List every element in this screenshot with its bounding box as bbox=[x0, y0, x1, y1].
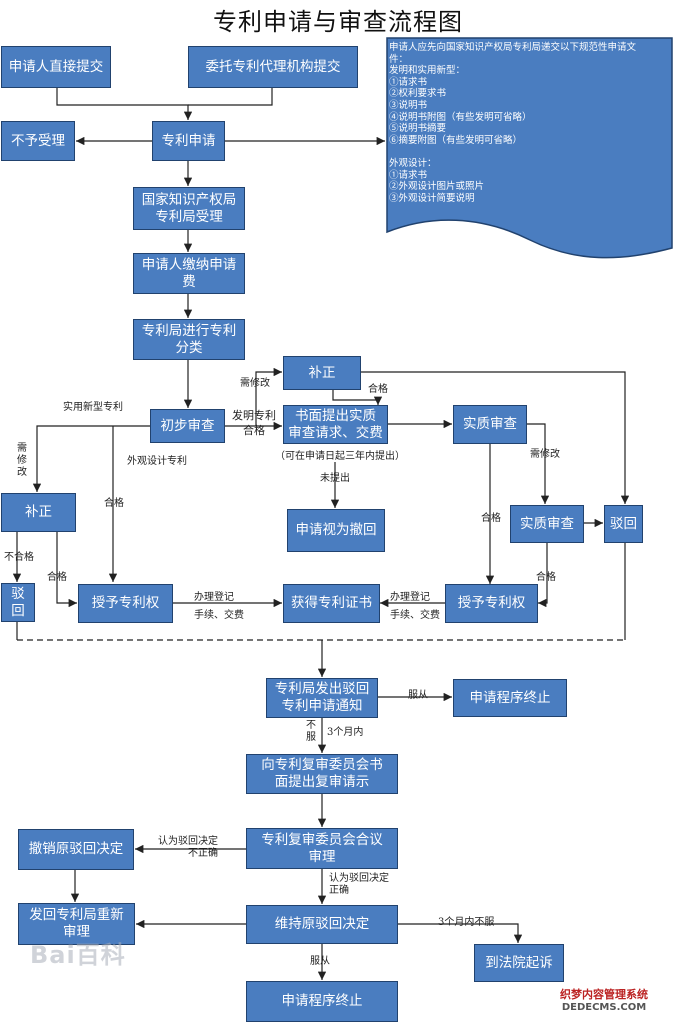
label-needs-revision-right: 需修改 bbox=[530, 449, 560, 460]
terminate-1-box: 申请程序终止 bbox=[453, 679, 567, 717]
label-qualified-bottom-right: 合格 bbox=[536, 572, 556, 583]
baidu-watermark: Bai百科 bbox=[30, 941, 126, 969]
grant-left-box: 授予专利权 bbox=[78, 584, 173, 623]
deemed-withdrawn-box: 申请视为撤回 bbox=[287, 509, 385, 552]
label-needs-revision-left: 需 修 改 bbox=[17, 443, 27, 478]
substantive-exam-1-box: 实质审查 bbox=[453, 405, 527, 444]
revoke-rejection-box: 撤销原驳回决定 bbox=[18, 829, 134, 870]
documents-note-line: 申请人应先向国家知识产权局专利局递交以下规范性申请文 bbox=[389, 42, 637, 53]
documents-note-line: 外观设计： bbox=[389, 157, 437, 169]
label-registration-left: 办理登记 手续、交费 bbox=[194, 592, 244, 621]
patent-application-box: 专利申请 bbox=[152, 121, 225, 161]
court-box: 到法院起诉 bbox=[474, 944, 564, 982]
label-utility-model: 实用新型专利 bbox=[63, 402, 123, 413]
uphold-rejection-box: 维持原驳回决定 bbox=[246, 905, 398, 944]
terminate-2-box: 申请程序终止 bbox=[246, 981, 398, 1022]
label-registration-right: 办理登记 手续、交费 bbox=[390, 592, 440, 621]
grant-right-box: 授予专利权 bbox=[445, 584, 538, 623]
board-review-box: 专利复审委员会合议 审理 bbox=[246, 828, 398, 869]
documents-note-line: ②外观设计图片或照片 bbox=[389, 181, 485, 193]
documents-note-line bbox=[389, 146, 669, 158]
label-within-3-months: 3个月内 bbox=[327, 727, 364, 738]
documents-note-line: ①请求书 bbox=[389, 76, 428, 88]
applicant-direct-box: 申请人直接提交 bbox=[1, 46, 111, 88]
label-qualified-left: 合格 bbox=[47, 572, 67, 583]
documents-note-line: ⑤说明书摘要 bbox=[389, 123, 447, 135]
documents-note-line: ③说明书 bbox=[389, 99, 428, 111]
documents-note-line: 发明和实用新型： bbox=[389, 65, 466, 77]
label-comply-bottom: 服从 bbox=[310, 956, 330, 967]
substantive-exam-2-box: 实质审查 bbox=[510, 505, 584, 543]
site-watermark: 织梦内容管理系统 DEDECMS.COM bbox=[560, 988, 648, 1014]
supplement-left-box: 补正 bbox=[1, 493, 76, 532]
not-accepted-box: 不予受理 bbox=[1, 121, 75, 161]
documents-note: 申请人应先向国家知识产权局专利局递交以下规范性申请文件：发明和实用新型：①请求书… bbox=[389, 42, 669, 204]
documents-note-line: ②权利要求书 bbox=[389, 88, 447, 100]
return-reexam-box: 发回专利局重新 审理 bbox=[18, 903, 135, 945]
label-qualified-right: 合格 bbox=[481, 513, 501, 524]
supplement-top-box: 补正 bbox=[283, 356, 361, 390]
label-qualified-mid: 合格 bbox=[243, 424, 265, 437]
reject-left-box: 驳回 bbox=[1, 583, 35, 622]
label-time-note: （可在申请日起三年内提出） bbox=[275, 451, 405, 462]
certificate-box: 获得专利证书 bbox=[283, 584, 380, 623]
label-not-comply-3-months: 3个月内不服 bbox=[438, 917, 495, 928]
agency-submit-box: 委托专利代理机构提交 bbox=[188, 46, 358, 88]
documents-note-line: ④说明书附图（有些发明可省略） bbox=[389, 111, 532, 123]
label-design-patent: 外观设计专利 bbox=[127, 456, 187, 467]
site-watermark-line2: DEDECMS.COM bbox=[561, 1002, 647, 1013]
reject-right-box: 驳回 bbox=[604, 505, 643, 543]
label-comply: 服从 bbox=[408, 690, 428, 701]
documents-note-line: 件： bbox=[389, 53, 409, 65]
label-rejection-wrong: 认为驳回决定 不正确 bbox=[158, 836, 218, 859]
label-not-comply: 不 服 bbox=[306, 720, 316, 743]
label-invention-patent: 发明专利 bbox=[232, 409, 276, 422]
classify-box: 专利局进行专利 分类 bbox=[133, 319, 245, 360]
label-qualified-top: 合格 bbox=[368, 384, 388, 395]
label-not-qualified: 不合格 bbox=[4, 552, 34, 563]
documents-note-shape bbox=[386, 37, 673, 259]
label-rejection-correct: 认为驳回决定 正确 bbox=[329, 873, 389, 896]
site-watermark-line1: 织梦内容管理系统 bbox=[560, 988, 648, 1001]
documents-note-line: ③外观设计简要说明 bbox=[389, 192, 475, 204]
label-qualified-design: 合格 bbox=[104, 498, 124, 509]
written-request-box: 书面提出实质 审查请求、交费 bbox=[283, 405, 388, 444]
label-needs-revision-top: 需修改 bbox=[240, 378, 270, 389]
pay-fee-box: 申请人缴纳申请 费 bbox=[133, 253, 245, 294]
reexam-request-box: 向专利复审委员会书 面提出复审请示 bbox=[246, 754, 398, 794]
page-title: 专利申请与审查流程图 bbox=[213, 8, 463, 36]
label-not-submitted: 未提出 bbox=[320, 473, 350, 484]
documents-note-line: ①请求书 bbox=[389, 169, 428, 181]
prelim-exam-box: 初步审查 bbox=[150, 409, 225, 443]
rejection-notice-box: 专利局发出驳回 专利申请通知 bbox=[266, 678, 378, 718]
sipo-accept-box: 国家知识产权局 专利局受理 bbox=[133, 187, 245, 230]
documents-note-line: ⑥摘要附图（有些发明可省略） bbox=[389, 134, 523, 146]
